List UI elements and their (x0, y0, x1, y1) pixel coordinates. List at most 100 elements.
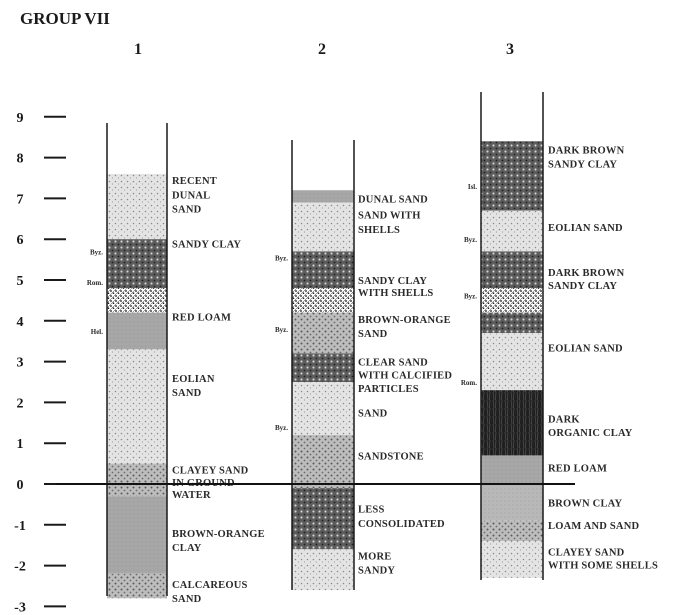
column-number-3: 3 (506, 41, 514, 58)
layer-loam-and-sand (481, 520, 543, 542)
depth-tick-label: 2 (17, 396, 24, 411)
layer-sandstone (292, 435, 354, 489)
depth-tick-label: 6 (17, 233, 24, 248)
layer-label: SAND (358, 329, 388, 340)
layer-label: LOAM AND SAND (548, 521, 639, 532)
layer-label: SANDY (358, 566, 395, 577)
depth-tick-label: 8 (17, 152, 24, 167)
layer-eolian-sand (107, 349, 167, 464)
depth-axis: 9 8 7 6 5 4 3 2 1 0 -1 -2 -3 (14, 111, 66, 615)
layer-sand-with-shells (292, 202, 354, 252)
depth-tick-label: 5 (17, 274, 24, 289)
layer-label: SAND (172, 205, 202, 216)
layer-label: EOLIAN SAND (548, 223, 623, 234)
layer-label: RECENT (172, 176, 217, 187)
layer-label: DARK BROWN (548, 268, 625, 279)
period-label: Byz. (275, 424, 288, 432)
layer-label: RED LOAM (172, 313, 231, 324)
layer-label: BROWN-ORANGE (358, 315, 451, 326)
layer-red-loam (107, 312, 167, 350)
depth-tick-label: 1 (17, 437, 24, 452)
layer-eolian-sand-upper (481, 210, 543, 252)
layer-label: WITH SHELLS (358, 288, 433, 299)
depth-tick-label: 0 (17, 478, 24, 493)
depth-tick-label: 3 (17, 356, 24, 371)
layer-brown-orange-sand (292, 312, 354, 354)
period-label: Rom. (87, 279, 103, 287)
layer-sandy-clay-with-shells (292, 251, 354, 289)
layer-clear-sand-calcified (292, 353, 354, 382)
layer-eolian-sand (481, 333, 543, 391)
layer-dark-thin (481, 312, 543, 334)
layer-label: WATER (172, 490, 211, 501)
depth-tick-label: 4 (17, 315, 24, 330)
period-label: Byz. (275, 255, 288, 263)
period-label: Byz. (90, 248, 103, 256)
layer-label: SAND (358, 409, 388, 420)
diagram-title: GROUP VII (20, 9, 110, 28)
layer-more-sandy (292, 549, 354, 591)
layer-label: CLAYEY SAND (172, 466, 249, 477)
layer-label: DUNAL (172, 190, 210, 201)
layer-label: WITH SOME SHELLS (548, 560, 658, 571)
layer-dark-organic-clay (481, 390, 543, 456)
layer-white-band (292, 288, 354, 313)
column-number-2: 2 (318, 41, 326, 58)
layer-red-loam (481, 455, 543, 484)
depth-tick-label: 9 (17, 111, 24, 126)
period-label: Isl. (468, 183, 477, 191)
layer-sandy-clay (107, 239, 167, 289)
soil-layers (107, 141, 543, 599)
period-label: Rom. (461, 379, 477, 387)
column-number-1: 1 (134, 41, 142, 58)
layer-less-consolidated (292, 488, 354, 550)
layer-label: CALCAREOUS (172, 580, 248, 591)
layer-label: PARTICLES (358, 384, 419, 395)
period-label: Hel. (91, 328, 103, 336)
layer-white-band (481, 288, 543, 313)
layer-label: LESS (358, 504, 385, 515)
layer-label: ORGANIC CLAY (548, 428, 633, 439)
layer-label: SANDSTONE (358, 451, 424, 462)
layer-label: SAND (172, 388, 202, 399)
layer-label: CLAY (172, 543, 202, 554)
layer-label: SANDY CLAY (548, 160, 617, 171)
layer-brown-clay (481, 484, 543, 521)
layer-dunal-sand (292, 190, 354, 203)
period-label: Byz. (275, 326, 288, 334)
layer-label: BROWN CLAY (548, 498, 622, 509)
layer-clayey-sand-shells (481, 541, 543, 578)
layer-label: CLEAR SAND (358, 358, 428, 369)
column-frames (106, 92, 544, 596)
layer-label: SANDY CLAY (172, 239, 241, 250)
layer-label: SAND WITH (358, 211, 421, 222)
layer-brown-orange-clay (107, 496, 167, 574)
period-label: Byz. (464, 293, 477, 301)
layer-recent-dunal-sand (107, 173, 167, 240)
layer-clayey-sand (107, 463, 167, 497)
layer-labels: RECENT DUNAL SAND SANDY CLAY RED LOAM EOLIAN S… (87, 145, 658, 605)
layer-white-band (107, 288, 167, 313)
layer-calcareous-sand (107, 573, 167, 599)
layer-label: EOLIAN (172, 374, 215, 385)
layer-label: DARK BROWN (548, 145, 625, 156)
layer-label: RED LOAM (548, 464, 607, 475)
layer-label: CLAYEY SAND (548, 547, 625, 558)
layer-label: BROWN-ORANGE (172, 529, 265, 540)
layer-label: SHELLS (358, 225, 400, 236)
layer-label: DARK (548, 415, 580, 426)
depth-tick-label: -1 (14, 519, 26, 534)
period-label: Byz. (464, 236, 477, 244)
layer-label: CONSOLIDATED (358, 519, 445, 530)
depth-tick-label: -2 (14, 560, 26, 575)
layer-dark-brown-sandy-clay-top (481, 141, 543, 211)
layer-label: SANDY CLAY (358, 276, 427, 287)
layer-sand (292, 382, 354, 436)
layer-label: SAND (172, 594, 202, 605)
layer-label: EOLIAN SAND (548, 343, 623, 354)
layer-dark-brown-sandy-clay (481, 251, 543, 289)
depth-tick-label: 7 (17, 192, 24, 207)
layer-label: DUNAL SAND (358, 194, 428, 205)
depth-tick-label: -3 (14, 600, 26, 615)
